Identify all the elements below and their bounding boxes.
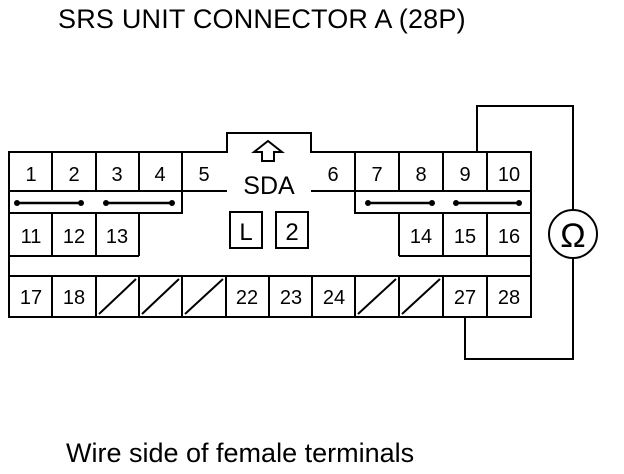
terminal-10: 10 bbox=[498, 164, 520, 186]
blank-terminal-marks bbox=[98, 278, 441, 315]
terminal-13: 13 bbox=[106, 226, 128, 248]
terminal-18: 18 bbox=[63, 287, 85, 309]
terminal-23: 23 bbox=[280, 287, 302, 309]
terminal-27: 27 bbox=[454, 287, 476, 309]
terminal-5: 5 bbox=[198, 164, 209, 186]
terminal-16: 16 bbox=[498, 226, 520, 248]
terminal-24: 24 bbox=[323, 287, 345, 309]
terminal-17: 17 bbox=[20, 287, 42, 309]
badge-l-box bbox=[229, 211, 263, 249]
terminal-8: 8 bbox=[415, 164, 426, 186]
terminal-9: 9 bbox=[459, 164, 470, 186]
left-notch bbox=[9, 191, 183, 214]
ohmmeter-icon bbox=[548, 209, 598, 259]
terminal-14: 14 bbox=[410, 226, 432, 248]
terminal-3: 3 bbox=[111, 164, 122, 186]
terminal-2: 2 bbox=[68, 164, 79, 186]
terminal-22: 22 bbox=[236, 287, 258, 309]
terminal-28: 28 bbox=[498, 287, 520, 309]
terminal-12: 12 bbox=[63, 226, 85, 248]
ohmmeter-wire-bottom bbox=[464, 258, 574, 360]
terminal-1: 1 bbox=[25, 164, 36, 186]
diagram-caption: Wire side of female terminals bbox=[66, 438, 415, 468]
right-notch bbox=[354, 191, 531, 214]
badge-2-box bbox=[275, 211, 309, 249]
ohmmeter-wire-top bbox=[476, 105, 574, 210]
terminal-6: 6 bbox=[327, 164, 338, 186]
badge-2: 2 bbox=[285, 219, 298, 246]
terminal-7: 7 bbox=[371, 164, 382, 186]
terminal-4: 4 bbox=[154, 164, 165, 186]
connector-label: SDA bbox=[243, 172, 295, 200]
badge-l: L bbox=[239, 219, 252, 246]
terminal-11: 11 bbox=[21, 226, 42, 248]
up-arrow-icon bbox=[251, 139, 285, 162]
ohm-symbol: Ω bbox=[560, 217, 585, 255]
diagram-title: SRS UNIT CONNECTOR A (28P) bbox=[58, 4, 466, 34]
terminal-15: 15 bbox=[454, 226, 476, 248]
